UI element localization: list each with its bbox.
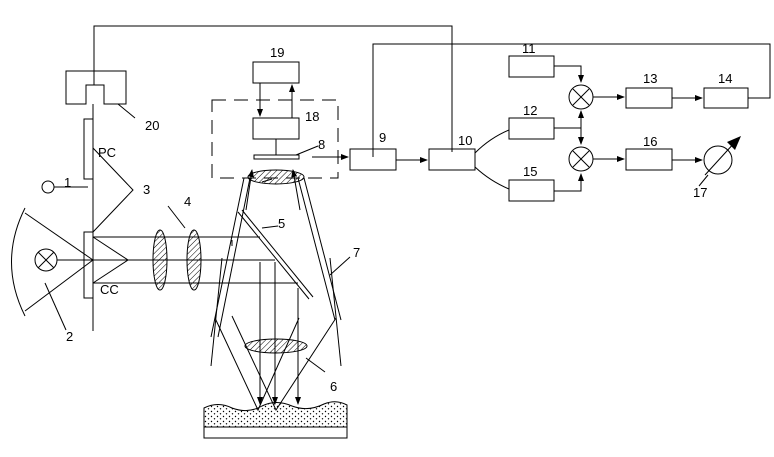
reflector	[11, 207, 26, 317]
component-4-lens-a	[152, 229, 168, 291]
label-cc: CC	[100, 282, 119, 297]
label-13: 13	[643, 71, 657, 86]
label-pc: PC	[98, 145, 116, 160]
box-16	[625, 148, 673, 171]
label-11: 11	[522, 41, 536, 56]
component-4-lens-b	[186, 229, 202, 291]
cc-bar	[83, 231, 94, 299]
label-2: 2	[66, 329, 73, 344]
label-20: 20	[145, 118, 159, 133]
label-9: 9	[379, 130, 386, 145]
arrow-15-to-mixer2	[554, 173, 584, 192]
box-11	[508, 55, 555, 78]
label-17: 17	[693, 185, 707, 200]
leader-7	[329, 256, 351, 276]
leader-4	[167, 205, 186, 229]
meter-needle-head	[727, 136, 741, 150]
dashed-enclosure	[211, 99, 339, 179]
condenser-lens	[247, 169, 305, 185]
box-15	[508, 179, 555, 202]
label-15: 15	[523, 164, 537, 179]
component-8	[253, 154, 300, 160]
feedback-wire-14-to-9	[372, 43, 771, 157]
component-7	[329, 257, 342, 367]
label-18: 18	[305, 109, 319, 124]
label-19: 19	[270, 45, 284, 60]
box-12	[508, 117, 555, 140]
label-12: 12	[523, 103, 537, 118]
component-1	[41, 180, 55, 194]
box-18	[252, 117, 300, 140]
label-1: 1	[64, 175, 71, 190]
feedback-wire-10-to-20	[93, 25, 453, 152]
label-3: 3	[143, 182, 150, 197]
box-13	[625, 87, 673, 109]
leader-17	[698, 174, 709, 187]
label-7: 7	[353, 245, 360, 260]
leader-6	[305, 357, 326, 373]
label-16: 16	[643, 134, 657, 149]
label-4: 4	[184, 194, 191, 209]
component-5-mirror	[237, 211, 310, 300]
label-5: 5	[278, 216, 285, 231]
sample-base	[203, 426, 348, 439]
leader-2	[44, 282, 67, 331]
leader-20	[117, 103, 136, 119]
label-6: 6	[330, 379, 337, 394]
sample-surface	[203, 401, 348, 428]
component-3	[92, 147, 134, 233]
component-20	[65, 70, 127, 105]
box-10	[428, 148, 476, 171]
leader-5	[261, 225, 279, 229]
label-10: 10	[458, 133, 472, 148]
box-14	[703, 87, 749, 109]
component-17-meter	[703, 145, 733, 175]
label-8: 8	[318, 137, 325, 152]
pc-bar	[83, 118, 94, 180]
label-14: 14	[718, 71, 732, 86]
box-19	[252, 61, 300, 84]
leader-8	[295, 145, 319, 156]
arrow-11-to-mixer1	[554, 65, 584, 83]
